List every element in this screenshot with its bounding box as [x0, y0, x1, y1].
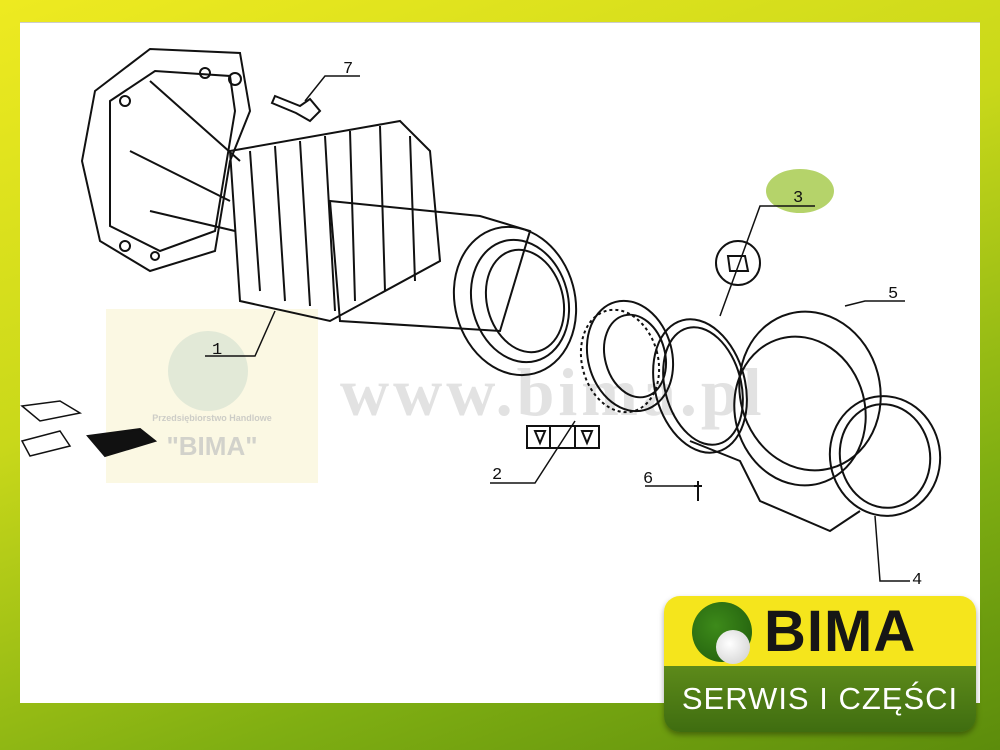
- watermark-name: "BIMA": [166, 431, 258, 461]
- watermark-circle: [168, 331, 248, 411]
- watermark-logo: Przedsiębiorstwo Handlowe "BIMA": [106, 309, 318, 483]
- exploded-parts-diagram: 1 2 3 4 5 6 7: [20, 47, 942, 590]
- callout-1: 1: [212, 341, 222, 360]
- highlighted-callout: [766, 169, 834, 213]
- direction-arrow-icon: [86, 427, 158, 458]
- callout-7: 7: [343, 60, 353, 79]
- bearing-housing: [689, 310, 942, 533]
- bima-logo: BIMA SERWIS I CZĘŚCI: [664, 596, 976, 732]
- callout-6: 6: [643, 470, 653, 489]
- diagram-canvas: Przedsiębiorstwo Handlowe "BIMA" www.bim…: [20, 22, 980, 703]
- callout-3: 3: [793, 189, 803, 208]
- callout-4: 4: [912, 571, 922, 590]
- watermark-subtitle: Przedsiębiorstwo Handlowe: [152, 413, 272, 423]
- bearing-cup-icon-block: [526, 425, 600, 449]
- logo-tagline: SERWIS I CZĘŚCI: [681, 681, 959, 716]
- callout-2: 2: [492, 466, 502, 485]
- grease-nipple: [694, 481, 702, 501]
- seal-kit-icon: [726, 255, 750, 272]
- leader-lines: [205, 75, 910, 582]
- direction-arrow-outline: [20, 400, 83, 457]
- axle-housing: [80, 47, 578, 377]
- seal-kit-symbol: [715, 240, 761, 286]
- logo-white-ball-icon: [716, 630, 750, 664]
- logo-name: BIMA: [764, 599, 917, 664]
- callout-5: 5: [888, 285, 898, 304]
- bolt: [270, 94, 322, 123]
